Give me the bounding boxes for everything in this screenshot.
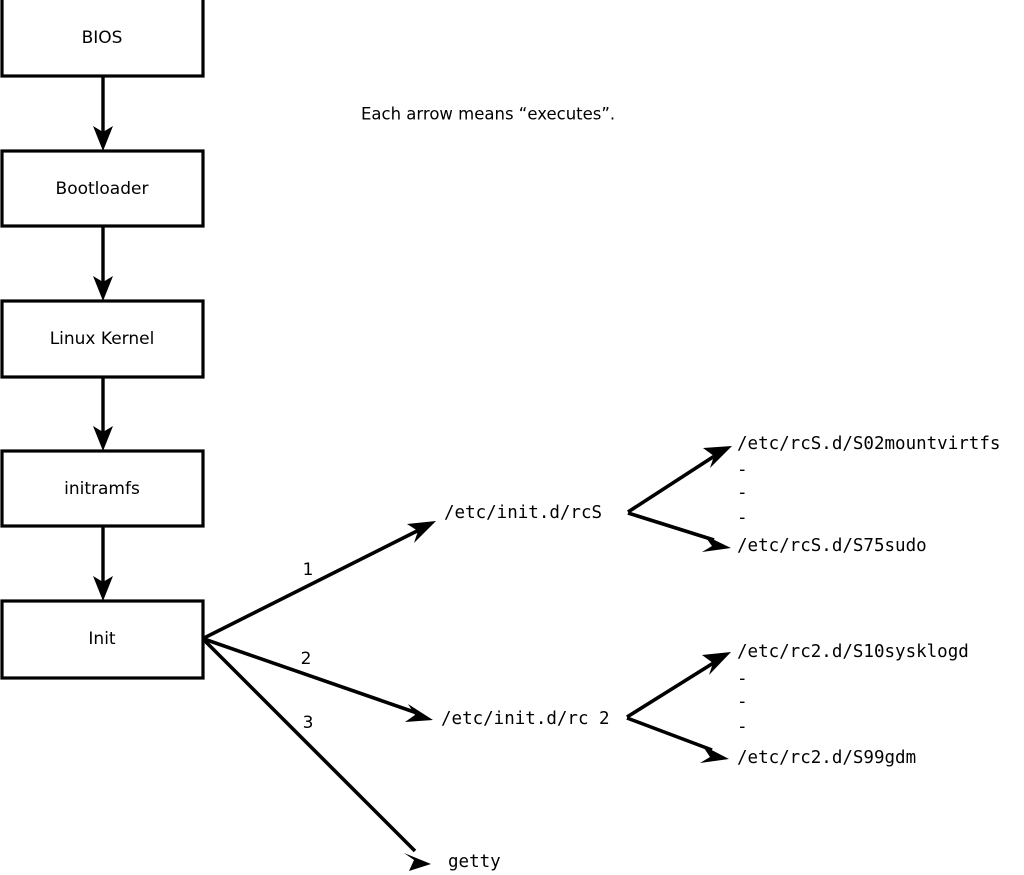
init-box[interactable] (0, 599, 205, 680)
arrow-initramfs-to-init (93, 526, 113, 601)
rc2-ellipsis-dash-1: - (737, 669, 748, 689)
linux-kernel-label: Linux Kernel (50, 329, 155, 349)
initramfs-box[interactable] (0, 449, 205, 528)
bios-box[interactable] (0, 0, 205, 78)
arrowhead-icon (700, 745, 729, 763)
arrow-kernel-to-initramfs (93, 377, 113, 451)
rcs-last-script-label: /etc/rcS.d/S75sudo (737, 536, 927, 556)
arrowhead-icon (405, 704, 433, 722)
bootloader-label: Bootloader (56, 179, 149, 199)
node-init[interactable]: Init (0, 599, 205, 680)
branch-2-number: 2 (301, 649, 312, 669)
arrow-bios-to-bootloader (93, 76, 113, 151)
arrow-bootloader-to-kernel (93, 226, 113, 301)
arrow-rc2-to-last-script (626, 716, 729, 763)
arrowhead-icon (93, 276, 113, 301)
arrowhead-icon (407, 521, 436, 543)
branch-1-target-label: /etc/init.d/rcS (444, 503, 602, 523)
init-label: Init (88, 629, 116, 649)
bootloader-box[interactable] (0, 149, 205, 228)
rcs-first-script-label: /etc/rcS.d/S02mountvirtfs (737, 434, 1000, 454)
rc2-first-script-label: /etc/rc2.d/S10sysklogd (737, 642, 969, 662)
arrowhead-icon (703, 446, 732, 468)
arrowhead-icon (93, 576, 113, 601)
rc2-last-script-label: /etc/rc2.d/S99gdm (737, 748, 916, 768)
arrow-init-branch-3 (202, 638, 431, 871)
branch-1-number: 1 (303, 560, 314, 580)
arrowhead-icon (93, 126, 113, 151)
arrow-rc2-to-first-script (626, 652, 731, 719)
rcs-ellipsis-dash-3: - (737, 508, 748, 528)
rcs-ellipsis-dash-1: - (737, 460, 748, 480)
rc2-ellipsis-dash-2: - (737, 692, 748, 712)
rcs-ellipsis-dash-2: - (737, 483, 748, 503)
arrow-init-branch-2 (203, 637, 433, 722)
node-initramfs[interactable]: initramfs (0, 449, 205, 528)
arrow-rcs-to-first-script (627, 446, 732, 514)
branch-3-number: 3 (303, 713, 314, 733)
initramfs-label: initramfs (64, 479, 140, 499)
arrowhead-icon (702, 652, 731, 675)
arrow-rcs-to-last-script (627, 511, 731, 552)
arrowhead-icon (93, 426, 113, 451)
branch-2-target-label: /etc/init.d/rc 2 (441, 709, 610, 729)
arrowhead-icon (702, 535, 731, 552)
node-bios[interactable]: BIOS (0, 0, 205, 78)
arrow-init-branch-1 (203, 521, 436, 640)
arrowhead-icon (404, 853, 431, 871)
node-bootloader[interactable]: Bootloader (0, 149, 205, 228)
node-linux-kernel[interactable]: Linux Kernel (0, 299, 205, 379)
rc2-ellipsis-dash-3: - (737, 717, 748, 737)
diagram-caption: Each arrow means “executes”. (361, 105, 615, 124)
branch-3-target-label: getty (448, 852, 501, 872)
bios-label: BIOS (82, 28, 123, 48)
